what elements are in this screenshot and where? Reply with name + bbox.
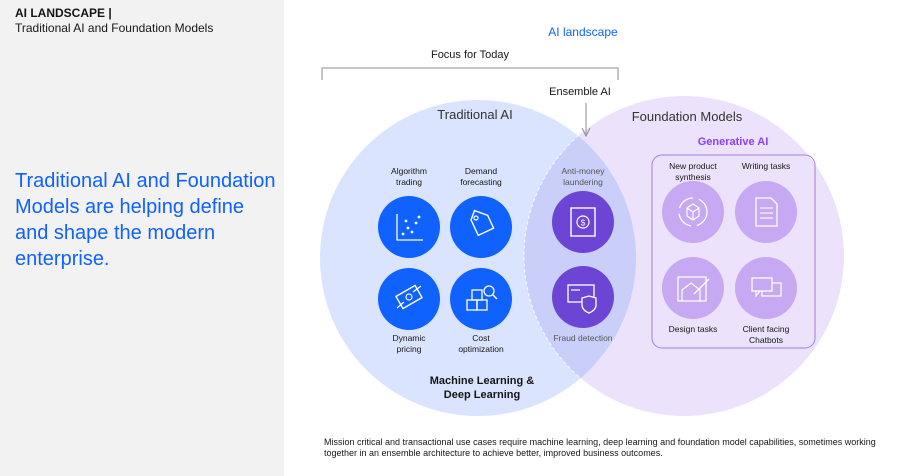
writing-tasks-icon [735, 181, 797, 243]
svg-text:$: $ [581, 219, 586, 228]
new-product-synthesis-label: New product synthesis [669, 161, 717, 182]
focus-bracket [321, 67, 619, 80]
client-chatbots-label: Client facing Chatbots [742, 324, 790, 345]
client-chatbots-icon [735, 257, 797, 319]
page-subtitle: Traditional AI and Foundation Models [15, 21, 214, 35]
cost-optimization-label: Cost optimization [458, 333, 504, 354]
design-tasks-label: Design tasks [668, 324, 718, 334]
algorithm-trading-label: Algorithm trading [391, 166, 427, 187]
page-kicker: AI LANDSCAPE | [15, 6, 112, 20]
algorithm-trading-icon [378, 196, 440, 258]
foundation-models-title: Foundation Models [631, 109, 743, 124]
generative-ai-title: Generative AI [697, 136, 769, 148]
focus-label: Focus for Today [430, 49, 510, 61]
anti-money-laundering-label: Anti-money laundering [561, 166, 605, 187]
dynamic-pricing-label: Dynamic pricing [392, 333, 426, 354]
headline: Traditional AI and Foundation Models are… [15, 170, 276, 270]
anti-money-laundering-icon: $ [552, 191, 614, 253]
design-tasks-icon [662, 257, 724, 319]
ensemble-overlap [524, 100, 636, 416]
dynamic-pricing-icon [378, 268, 440, 330]
demand-forecasting-label: Demand forecasting [460, 166, 502, 187]
cost-optimization-icon [450, 268, 512, 330]
generative-ai-box [651, 154, 816, 349]
footer-caption: Mission critical and transactional use c… [324, 437, 876, 458]
diagram-title: AI landscape [548, 25, 618, 39]
writing-tasks-label: Writing tasks [741, 161, 791, 171]
fraud-detection-label: Fraud detection [553, 333, 613, 343]
ml-dl-label: Machine Learning & Deep Learning [429, 375, 535, 401]
left-panel [0, 0, 284, 476]
demand-forecasting-icon [450, 196, 512, 258]
traditional-ai-title: Traditional AI [437, 107, 513, 122]
ensemble-label: Ensemble AI [549, 86, 611, 98]
fraud-detection-icon [552, 266, 614, 328]
new-product-synthesis-icon [662, 181, 724, 243]
